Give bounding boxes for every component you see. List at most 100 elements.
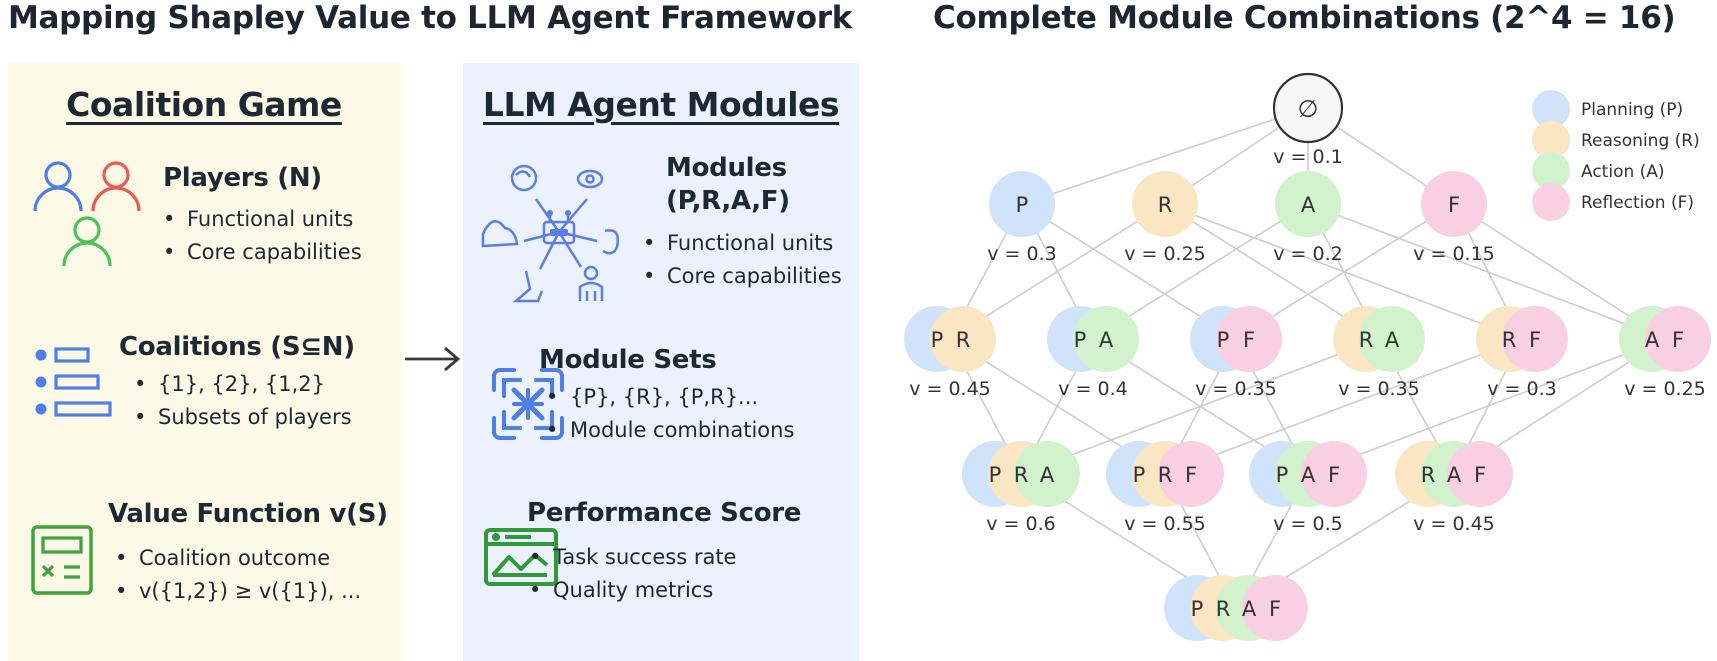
main-title-combinations: Complete Module Combinations (2^4 = 16) xyxy=(933,0,1676,36)
module-disc xyxy=(1132,171,1198,237)
legend-item-p: Planning (P) xyxy=(1532,90,1683,128)
node-value-label: v = 0.25 xyxy=(1624,378,1706,400)
module-letter: R xyxy=(1216,597,1231,621)
calculator-icon xyxy=(31,525,93,595)
module-letter: A xyxy=(1040,463,1055,487)
node-value-label: v = 0.25 xyxy=(1124,243,1206,265)
module-letter: R xyxy=(1158,463,1173,487)
module-letter: F xyxy=(1448,193,1460,217)
lattice-edge xyxy=(1020,338,1380,475)
node-value-label: v = 0.3 xyxy=(1487,378,1556,400)
modules-title-line2: (P,R,A,F) xyxy=(666,185,790,216)
module-letter: A xyxy=(1242,597,1257,621)
value-function-title: Value Function v(S) xyxy=(108,499,388,529)
legend-item-a: Action (A) xyxy=(1532,152,1665,190)
lattice-node-a: Av = 0.2 xyxy=(1273,171,1343,265)
players-bullet: Core capabilities xyxy=(163,236,362,269)
node-value-label: v = 0.3 xyxy=(987,243,1056,265)
performance-title: Performance Score xyxy=(527,498,802,528)
module-disc xyxy=(1421,171,1487,237)
agent-modules-heading: LLM Agent Modules xyxy=(482,85,840,124)
coalitions-bullet: Subsets of players xyxy=(134,401,352,434)
module-letter: F xyxy=(1185,463,1197,487)
module-letter: F xyxy=(1474,463,1486,487)
players-bullet: Functional units xyxy=(163,203,362,236)
coalitions-title: Coalitions (S⊆N) xyxy=(119,332,355,362)
lattice-edge xyxy=(1164,338,1523,475)
module-letter: A xyxy=(1385,328,1400,352)
players-title: Players (N) xyxy=(163,163,322,193)
list-icon xyxy=(35,347,112,417)
module-disc xyxy=(1301,441,1367,507)
module-letter: R xyxy=(956,328,971,352)
agent-modules-panel: LLM Agent Modules xyxy=(463,63,859,661)
lattice-node-f: Fv = 0.15 xyxy=(1413,171,1495,265)
lattice-edge xyxy=(1021,107,1309,205)
legend-label: Planning (P) xyxy=(1581,100,1683,120)
mapping-arrow-icon xyxy=(405,346,461,372)
players-icon xyxy=(33,161,141,267)
module-sets-bullets: {P}, {R}, {P,R}... Module combinations xyxy=(546,381,794,447)
performance-bullets: Task success rate Quality metrics xyxy=(529,541,736,607)
node-value-label: v = 0.35 xyxy=(1338,378,1420,400)
legend-item-f: Reflection (F) xyxy=(1532,183,1694,221)
module-letter: P xyxy=(1074,328,1087,352)
module-disc xyxy=(1645,306,1711,372)
legend: Planning (P)Reasoning (R)Action (A)Refle… xyxy=(1532,90,1700,221)
lattice-node-empty: ∅ v = 0.1 xyxy=(1272,72,1344,168)
node-value-label: v = 0.35 xyxy=(1195,378,1277,400)
value-function-bullet: Coalition outcome xyxy=(115,542,361,575)
module-letter: A xyxy=(1447,463,1462,487)
module-letter: F xyxy=(1243,328,1255,352)
coalitions-bullets: {1}, {2}, {1,2} Subsets of players xyxy=(134,368,352,434)
legend-swatch xyxy=(1532,152,1570,190)
node-value-label: v = 0.2 xyxy=(1273,243,1342,265)
modules-bullet: Core capabilities xyxy=(643,260,842,293)
module-letter: P xyxy=(931,328,944,352)
module-disc xyxy=(1359,306,1425,372)
module-sets-title: Module Sets xyxy=(539,345,717,375)
node-value-label: v = 0.15 xyxy=(1413,243,1495,265)
legend-swatch xyxy=(1532,90,1570,128)
modules-title-line1: Modules xyxy=(666,153,787,183)
module-letter: A xyxy=(1301,463,1316,487)
module-disc xyxy=(1447,441,1513,507)
coalition-game-panel: Coalition Game Players (N) Functional un… xyxy=(7,63,401,661)
module-disc xyxy=(930,306,996,372)
module-letter: P xyxy=(1133,463,1146,487)
node-value-label: v = 0.1 xyxy=(1273,146,1342,168)
legend-swatch xyxy=(1532,121,1570,159)
module-letter: R xyxy=(1421,463,1436,487)
modules-bullet: Functional units xyxy=(643,227,842,260)
module-letter: F xyxy=(1529,328,1541,352)
module-disc xyxy=(1216,306,1282,372)
module-letter: R xyxy=(1014,463,1029,487)
module-letter: F xyxy=(1672,328,1684,352)
performance-bullet: Quality metrics xyxy=(529,574,736,607)
module-letter: R xyxy=(1158,193,1173,217)
module-letter: P xyxy=(1016,193,1029,217)
module-disc xyxy=(1158,441,1224,507)
legend-item-r: Reasoning (R) xyxy=(1532,121,1700,159)
module-disc xyxy=(1275,171,1341,237)
module-disc xyxy=(1242,575,1308,641)
module-disc xyxy=(989,171,1055,237)
value-function-bullet: v({1,2}) ≥ v({1}), ... xyxy=(115,575,361,608)
main-title-mapping: Mapping Shapley Value to LLM Agent Frame… xyxy=(8,0,853,36)
module-letter: R xyxy=(1359,328,1374,352)
node-value-label: v = 0.55 xyxy=(1124,513,1206,535)
node-value-label: v = 0.45 xyxy=(1413,513,1495,535)
module-letter: P xyxy=(1217,328,1230,352)
empty-set-symbol: ∅ xyxy=(1298,95,1319,123)
module-letter: A xyxy=(1301,193,1316,217)
